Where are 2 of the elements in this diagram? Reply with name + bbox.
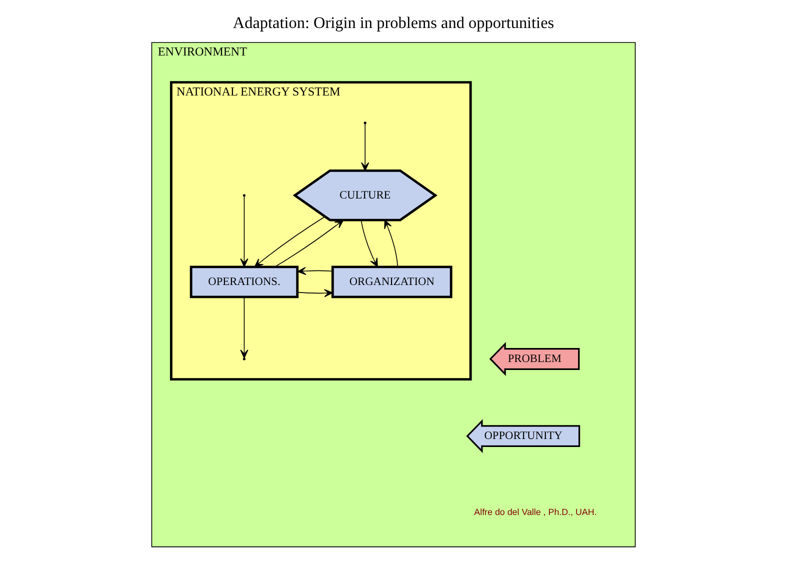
diagram-title: Adaptation: Origin in problems and opportunities bbox=[232, 14, 554, 32]
label: Alfre do del Valle , Ph.D., UAH. bbox=[474, 507, 597, 518]
